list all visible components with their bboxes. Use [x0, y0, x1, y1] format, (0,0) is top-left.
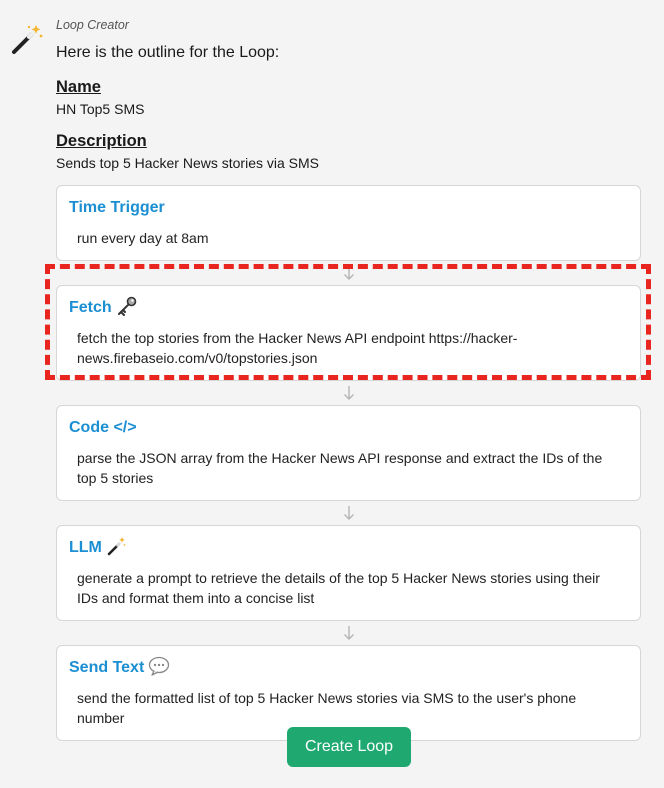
- step-card-llm: LLM generate a prompt to retrieve the de…: [56, 525, 641, 621]
- step-title: Send Text: [69, 656, 628, 681]
- loop-name: HN Top5 SMS: [56, 101, 145, 117]
- down-arrow-icon: [56, 501, 641, 525]
- step-title-text: Time Trigger: [69, 199, 165, 216]
- step-title-text: Send Text: [69, 659, 145, 676]
- intro-text: Here is the outline for the Loop:: [56, 44, 280, 61]
- step-title: Fetch: [69, 296, 628, 321]
- down-arrow-icon: [56, 261, 641, 285]
- step-title: LLM: [69, 536, 628, 561]
- step-card-send-text: Send Text send the formatted list of top…: [56, 645, 641, 741]
- step-title-text: Fetch: [69, 299, 112, 316]
- step-card-code: Code </> parse the JSON array from the H…: [56, 405, 641, 501]
- step-title: Code </>: [69, 418, 628, 438]
- step-body: run every day at 8am: [77, 230, 209, 246]
- step-title: Time Trigger: [69, 198, 628, 218]
- down-arrow-icon: [56, 381, 641, 405]
- step-list: Time Trigger run every day at 8am Fetch …: [56, 185, 641, 741]
- magic-wand-icon: [106, 536, 126, 561]
- step-card-time-trigger: Time Trigger run every day at 8am: [56, 185, 641, 261]
- speech-bubble-icon: [148, 656, 170, 681]
- create-loop-button[interactable]: Create Loop: [287, 727, 411, 767]
- step-card-fetch: Fetch fetch the top stories from the Hac…: [56, 285, 641, 381]
- magic-wand-icon: [10, 22, 44, 56]
- step-title-text: LLM: [69, 539, 102, 556]
- step-body: parse the JSON array from the Hacker New…: [77, 450, 603, 486]
- step-body: fetch the top stories from the Hacker Ne…: [77, 330, 518, 366]
- message-content: Here is the outline for the Loop: Name H…: [56, 40, 641, 186]
- key-icon: [116, 296, 138, 321]
- loop-description: Sends top 5 Hacker News stories via SMS: [56, 155, 319, 171]
- name-heading: Name: [56, 78, 101, 96]
- description-heading: Description: [56, 132, 147, 150]
- step-body: generate a prompt to retrieve the detail…: [77, 570, 600, 606]
- step-body: send the formatted list of top 5 Hacker …: [77, 690, 577, 726]
- down-arrow-icon: [56, 621, 641, 645]
- sender-name: Loop Creator: [56, 18, 129, 32]
- step-title-text: Code </>: [69, 419, 137, 436]
